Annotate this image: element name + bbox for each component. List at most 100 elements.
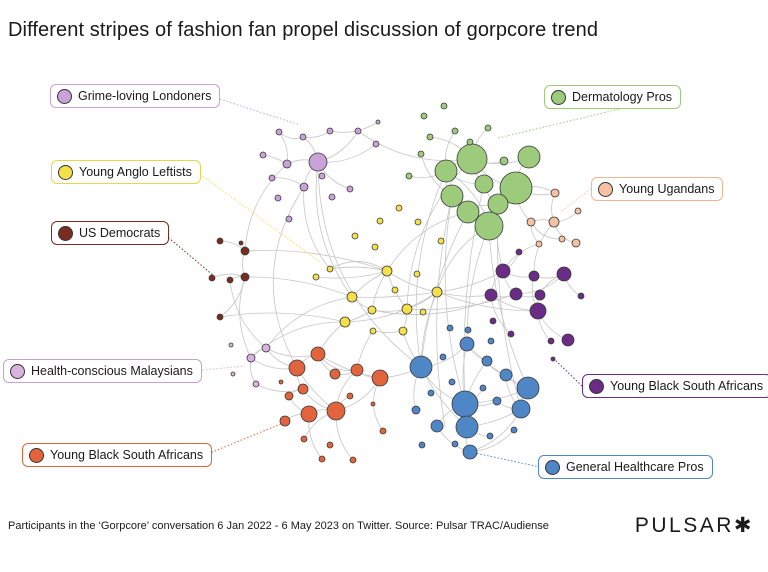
node-anglo <box>326 265 334 273</box>
node-health <box>409 355 433 379</box>
node-grime <box>346 185 354 193</box>
node-grime <box>275 128 283 136</box>
node-derm <box>440 102 448 110</box>
legend-label-health: General Healthcare Pros <box>566 460 704 474</box>
edge <box>436 270 504 293</box>
node-usdem <box>208 274 216 282</box>
legend-dot-anglo <box>58 164 73 180</box>
legend-label-anglo: Young Anglo Leftists <box>79 165 192 179</box>
node-health <box>451 390 479 418</box>
node-anglo <box>391 286 399 294</box>
edge <box>351 291 438 298</box>
node-ysa_purple <box>495 263 511 279</box>
node-anglo <box>312 273 320 281</box>
node-health <box>411 405 421 415</box>
node-anglo <box>346 291 358 303</box>
legend-label-usdem: US Democrats <box>79 226 161 240</box>
node-grime <box>268 174 276 182</box>
legend-dot-uganda <box>598 181 613 197</box>
node-anglo <box>419 308 427 316</box>
node-derm <box>474 174 494 194</box>
node-ysa_purple <box>561 333 575 347</box>
node-derm <box>499 171 533 205</box>
legend-dot-ysa-orange <box>29 447 44 463</box>
node-derm <box>466 138 474 146</box>
node-ysa_orange <box>297 383 309 395</box>
node-health <box>464 326 472 334</box>
pulsar-logo: PULSAR✱ <box>634 514 754 537</box>
edge <box>229 279 267 349</box>
node-ysa_orange <box>346 392 354 400</box>
node-ysa_orange <box>279 415 291 427</box>
legend-label-malay: Health-conscious Malaysians <box>31 364 193 378</box>
node-anglo <box>369 327 377 335</box>
node-health <box>486 432 494 440</box>
legend-label-uganda: Young Ugandans <box>619 182 715 196</box>
node-uganda <box>558 235 566 243</box>
node-anglo <box>339 316 351 328</box>
node-anglo <box>437 237 445 245</box>
nodes <box>208 102 585 464</box>
node-ysa_purple <box>489 317 497 325</box>
node-ysa_orange <box>329 368 341 380</box>
node-grime <box>274 194 282 202</box>
node-ysa_orange <box>310 346 326 362</box>
node-health <box>430 419 444 433</box>
node-ysa_orange <box>349 456 357 464</box>
node-malay <box>246 353 256 363</box>
node-ysa_purple <box>529 302 547 320</box>
edge <box>406 158 473 310</box>
node-health <box>481 355 493 367</box>
node-grime <box>354 127 362 135</box>
edge <box>315 161 353 298</box>
edge <box>444 195 466 405</box>
edge <box>250 321 346 359</box>
legend-derm: Dermatology Pros <box>544 85 682 109</box>
legend-label-ysa-orange: Young Black South Africans <box>50 448 204 462</box>
node-ysa_purple <box>556 266 572 282</box>
node-ysa_purple <box>577 292 585 300</box>
node-derm <box>426 133 434 141</box>
node-ysa_orange <box>318 455 326 463</box>
leader-line <box>559 188 592 213</box>
legend-dot-malay <box>10 363 25 379</box>
legend-grime: Grime-loving Londoners <box>50 84 221 108</box>
edge <box>271 177 305 188</box>
node-health <box>451 440 459 448</box>
node-health <box>479 384 487 392</box>
node-health <box>446 324 454 332</box>
legend-dot-grime <box>57 88 72 104</box>
edge <box>244 249 388 272</box>
node-grime <box>308 152 328 172</box>
edge <box>272 186 305 369</box>
edge <box>244 163 288 252</box>
legend-dot-ysa-purple <box>589 378 604 394</box>
node-ysa_orange <box>278 379 284 385</box>
legend-anglo: Young Anglo Leftists <box>51 160 201 184</box>
node-ysa_orange <box>350 363 364 377</box>
node-ysa_orange <box>370 401 376 407</box>
node-anglo <box>381 265 393 277</box>
node-health <box>459 336 475 352</box>
edge <box>317 353 381 379</box>
node-ysa_purple <box>509 287 523 301</box>
edge <box>244 276 353 298</box>
node-anglo <box>395 204 403 212</box>
node-grime <box>372 140 380 148</box>
edge <box>406 293 517 310</box>
chart-title: Different stripes of fashion fan propel … <box>8 19 599 41</box>
node-anglo <box>398 326 408 336</box>
node-malay <box>228 342 234 348</box>
legend-dot-health <box>545 459 560 475</box>
node-anglo <box>376 217 384 225</box>
node-ysa_purple <box>484 288 498 302</box>
node-derm <box>487 193 509 215</box>
node-grime <box>375 119 381 125</box>
node-ysa_orange <box>326 401 346 421</box>
node-usdem <box>226 276 234 284</box>
node-derm <box>440 184 464 208</box>
node-uganda <box>550 188 560 198</box>
legend-label-ysa-purple: Young Black South Africans <box>610 379 764 393</box>
edge <box>371 270 388 311</box>
